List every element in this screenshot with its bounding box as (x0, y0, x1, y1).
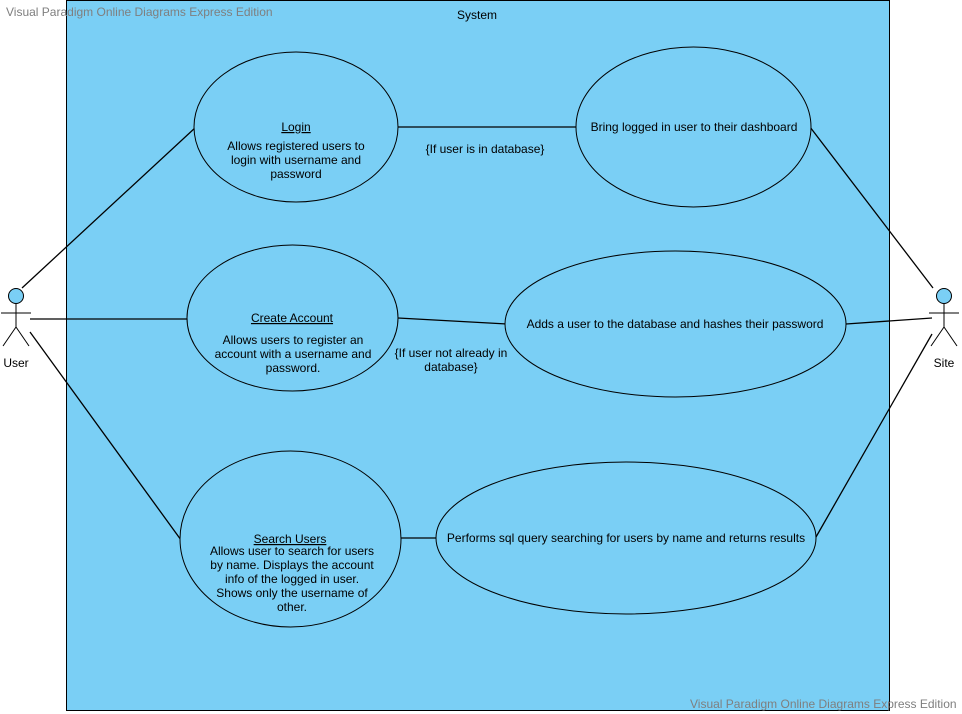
actor-site (929, 288, 959, 347)
association-create-account-add-user (397, 317, 508, 325)
use-case-dashboard (575, 46, 812, 208)
use-case-create-account-description-line: Allows users to register an (223, 333, 364, 347)
association-user-login (21, 126, 197, 289)
use-case-login-description-line: login with username and (231, 153, 361, 167)
association-sql-query-site (815, 333, 933, 538)
use-case-create-account-description-line: account with a username and (215, 347, 372, 361)
use-case-login (193, 51, 399, 203)
association-add-user-site (845, 317, 933, 325)
use-case-sql-query-text: Performs sql query searching for users b… (447, 531, 805, 545)
condition-not-in-database-line: {If user not already in (395, 346, 508, 360)
use-case-search-users (179, 450, 402, 628)
actor-site-head (936, 288, 952, 304)
use-case-login-description-line: password (270, 167, 321, 181)
use-case-search-users-description-line: info of the logged in user. (225, 572, 359, 586)
use-case-add-user (504, 250, 847, 398)
use-case-add-user-text: Adds a user to the database and hashes t… (527, 317, 824, 331)
condition-not-in-database-line: database} (424, 360, 477, 374)
use-case-search-users-title: Search Users (254, 532, 327, 546)
use-case-login-description-line: Allows registered users to (227, 139, 365, 153)
use-case-create-account (186, 244, 399, 392)
use-case-search-users-description-line: Shows only the username of (216, 586, 368, 600)
use-case-dashboard-text: Bring logged in user to their dashboard (591, 120, 798, 134)
use-case-login-title: Login (281, 120, 310, 134)
condition-in-database: {If user is in database} (426, 142, 545, 156)
actor-user-head (8, 288, 24, 304)
association-user-search-users (29, 331, 182, 541)
use-case-create-account-description-line: password. (266, 361, 321, 375)
actor-user-label: User (3, 356, 28, 370)
use-case-search-users-description-line: other. (277, 600, 307, 614)
watermark-bottom: Visual Paradigm Online Diagrams Express … (690, 697, 957, 711)
association-dashboard-site (809, 126, 934, 289)
use-case-create-account-title: Create Account (251, 311, 334, 325)
system-title: System (457, 8, 497, 22)
actor-site-label: Site (934, 356, 955, 370)
use-case-search-users-description-line: by name. Displays the account (210, 558, 374, 572)
use-case-sql-query (435, 461, 817, 615)
actor-user (1, 288, 31, 347)
watermark-top: Visual Paradigm Online Diagrams Express … (6, 5, 273, 19)
use-case-search-users-description-line: Allows user to search for users (210, 544, 374, 558)
